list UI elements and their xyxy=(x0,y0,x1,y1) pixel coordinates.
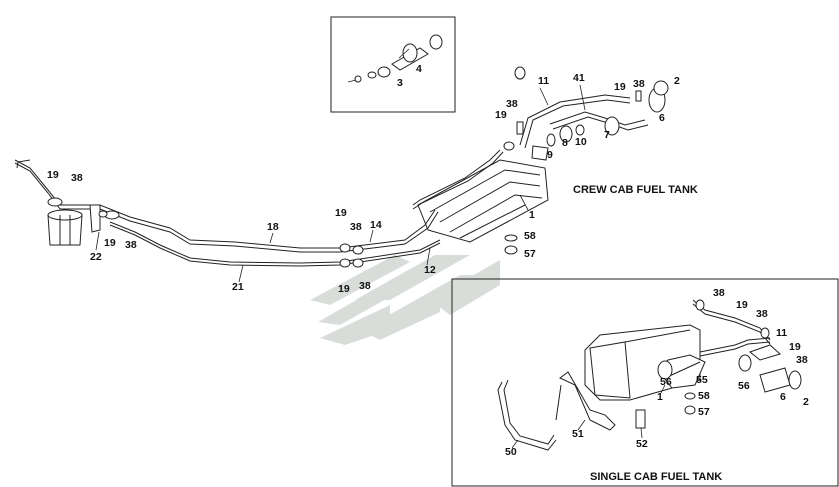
fuel-sender-parts xyxy=(347,34,443,83)
callout-single-2: 2 xyxy=(803,396,809,408)
callout-1: 1 xyxy=(529,209,535,221)
callout-single-56b: 56 xyxy=(738,380,750,392)
crew-cab-title: CREW CAB FUEL TANK xyxy=(573,184,698,196)
single-cab-fuel-tank xyxy=(584,299,802,429)
crew-cab-filler-neck xyxy=(514,66,669,149)
inset-box-single-cab xyxy=(451,278,839,487)
callout-38-crew-b: 38 xyxy=(633,78,645,90)
callout-18: 18 xyxy=(267,221,279,233)
callout-22: 22 xyxy=(90,251,102,263)
callout-19-crew-a: 19 xyxy=(495,109,507,121)
leader-lines xyxy=(95,84,666,449)
callout-10: 10 xyxy=(575,136,587,148)
callout-19-left: 19 xyxy=(47,169,59,181)
callout-2: 2 xyxy=(674,75,680,87)
callout-single-11: 11 xyxy=(776,327,787,339)
callout-58: 58 xyxy=(524,230,536,242)
callout-single-51: 51 xyxy=(572,428,584,440)
hose-clamps-middle xyxy=(339,243,364,268)
callout-12: 12 xyxy=(424,264,436,276)
watermark-logo xyxy=(310,255,500,345)
callout-single-56a: 56 xyxy=(660,376,672,388)
callout-8: 8 xyxy=(562,137,568,149)
callout-single-6: 6 xyxy=(780,391,786,403)
callout-9: 9 xyxy=(547,149,553,161)
callout-single-38b: 38 xyxy=(756,308,768,320)
callout-21: 21 xyxy=(232,281,244,293)
callout-single-19a: 19 xyxy=(736,299,748,311)
callout-6: 6 xyxy=(659,112,665,124)
callout-labels: 1 2 3 4 6 7 8 9 10 11 12 14 18 19 19 19 … xyxy=(47,63,809,458)
callout-19-mid-top: 19 xyxy=(335,207,347,219)
fuel-filter xyxy=(47,197,120,246)
callout-single-38c: 38 xyxy=(796,354,808,366)
callout-single-50: 50 xyxy=(505,446,517,458)
callout-38-mid-top: 38 xyxy=(350,221,362,233)
inset-box-sender xyxy=(330,16,456,113)
callout-19-filter: 19 xyxy=(104,237,116,249)
callout-single-52: 52 xyxy=(636,438,648,450)
tank-straps xyxy=(497,371,616,451)
callout-single-1: 1 xyxy=(657,391,663,403)
callout-single-57: 57 xyxy=(698,406,710,418)
crew-cab-fuel-tank xyxy=(417,141,549,243)
callout-4: 4 xyxy=(416,63,422,75)
callout-41: 41 xyxy=(573,72,585,84)
callout-single-19b: 19 xyxy=(789,341,801,353)
callout-single-38a: 38 xyxy=(713,287,725,299)
single-cab-title: SINGLE CAB FUEL TANK xyxy=(590,471,722,483)
callout-19-crew-b: 19 xyxy=(614,81,626,93)
callout-19-mid-bot: 19 xyxy=(338,283,350,295)
callout-single-58: 58 xyxy=(698,390,710,402)
callout-3: 3 xyxy=(397,77,403,89)
callout-14: 14 xyxy=(370,219,382,231)
callout-38-left: 38 xyxy=(71,172,83,184)
fuel-lines xyxy=(14,149,504,267)
callout-7: 7 xyxy=(604,129,610,141)
callout-38-mid-bot: 38 xyxy=(359,280,371,292)
callout-57: 57 xyxy=(524,248,536,260)
callout-11: 11 xyxy=(538,75,549,87)
callout-single-55: 55 xyxy=(696,374,708,386)
callout-38-crew-a: 38 xyxy=(506,98,518,110)
drain-plug xyxy=(504,234,518,255)
callout-38-filter: 38 xyxy=(125,239,137,251)
